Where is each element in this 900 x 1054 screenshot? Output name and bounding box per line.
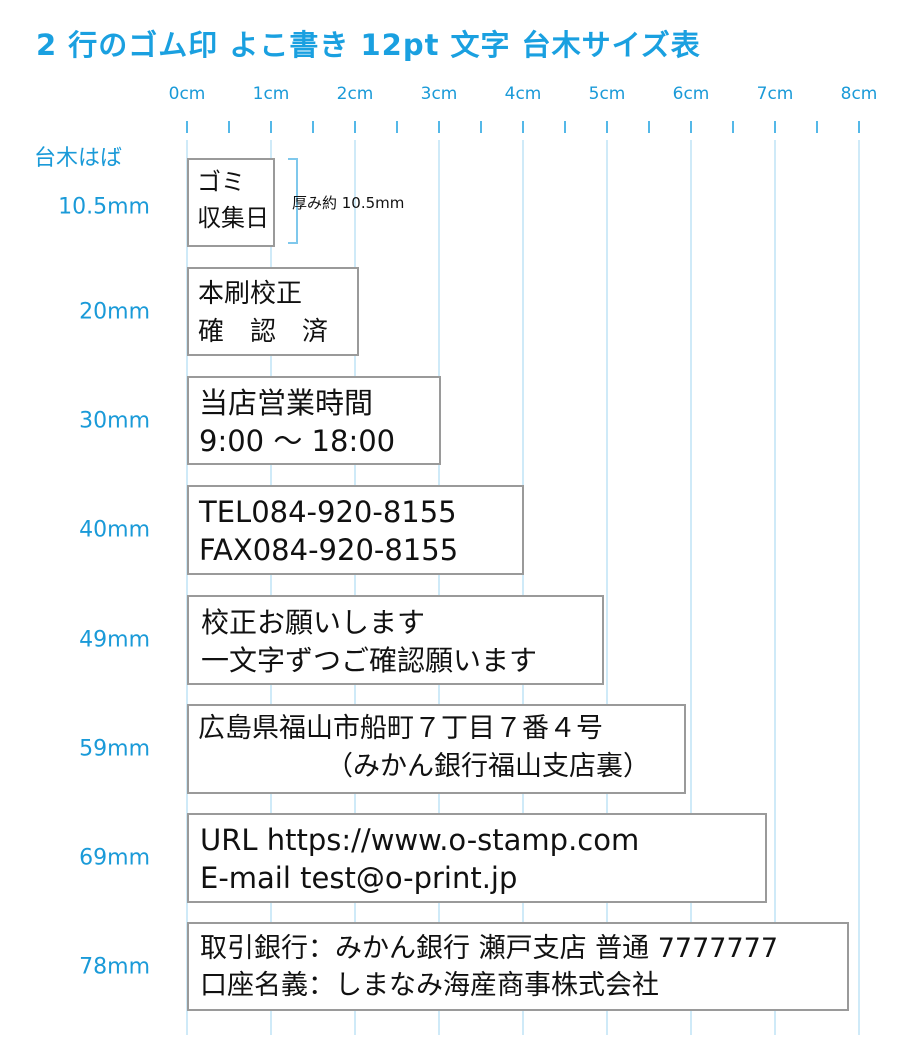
stamp-20mm: 本刷校正確 認 済	[187, 267, 359, 356]
stamp-49mm: 校正お願いします一文字ずつご確認願います	[187, 595, 604, 685]
stamp-59mm: 広島県福山市船町７丁目７番４号 （みかん銀行福山支店裏）	[187, 704, 686, 794]
cm-label-0: 0cm	[168, 84, 206, 104]
cm-label-8: 8cm	[840, 84, 878, 104]
cm-label-5: 5cm	[588, 84, 626, 104]
cm-label-7: 7cm	[756, 84, 794, 104]
stamp-line-1: 当店営業時間	[199, 386, 374, 420]
thickness-bracket	[288, 158, 298, 244]
size-label-49mm: 49mm	[79, 627, 150, 653]
stamp-line-2: E-mail test@o-print.jp	[200, 861, 518, 895]
cm-label-6: 6cm	[672, 84, 710, 104]
stamp-line-1: TEL084-920-8155	[199, 495, 457, 529]
stamp-line-1: URL https://www.o-stamp.com	[200, 823, 640, 857]
stamp-line-2: 一文字ずつご確認願います	[201, 644, 538, 677]
cm-label-1: 1cm	[252, 84, 290, 104]
size-label-59mm: 59mm	[79, 736, 150, 762]
width-header-label: 台木はば	[34, 146, 123, 171]
stamp-line-1: ゴミ	[197, 168, 245, 196]
stamp-line-1: 本刷校正	[198, 279, 303, 309]
stamp-line-2: （みかん銀行福山支店裏）	[326, 751, 650, 782]
stamp-line-2: 口座名義：しまなみ海産商事株式会社	[200, 970, 659, 1001]
cm-label-2: 2cm	[336, 84, 374, 104]
stamp-78mm: 取引銀行：みかん銀行 瀬戸支店 普通 7777777 口座名義：しまなみ海産商事株…	[187, 922, 849, 1011]
cm-label-3: 3cm	[420, 84, 458, 104]
cm-label-4: 4cm	[504, 84, 542, 104]
size-label-78mm: 78mm	[79, 954, 150, 979]
stamp-line-1: 取引銀行：みかん銀行 瀬戸支店 普通 7777777	[200, 933, 778, 964]
stamp-line-2: 確 認 済	[198, 317, 329, 347]
stamp-line-2: 収集日	[197, 204, 269, 232]
size-label-40mm: 40mm	[79, 517, 150, 543]
stamp-line-1: 広島県福山市船町７丁目７番４号	[198, 713, 603, 744]
size-label-20mm: 20mm	[79, 299, 150, 324]
page-title: 2 行のゴム印 よこ書き 12pt 文字 台木サイズ表	[36, 28, 701, 62]
size-label-69mm: 69mm	[79, 845, 150, 871]
stamp-line-2: FAX084-920-8155	[199, 533, 459, 567]
size-label-30mm: 30mm	[79, 408, 150, 433]
stamp-30mm: 当店営業時間 9:00 ～ 18:00	[187, 376, 441, 465]
stamp-line-2: 9:00 ～ 18:00	[199, 424, 396, 458]
stamp-line-1: 校正お願いします	[201, 606, 426, 639]
thickness-note: 厚み約 10.5mm	[292, 194, 405, 212]
stamp-10-5mm: ゴミ収集日	[187, 158, 275, 247]
size-label-10-5mm: 10.5mm	[58, 194, 150, 220]
